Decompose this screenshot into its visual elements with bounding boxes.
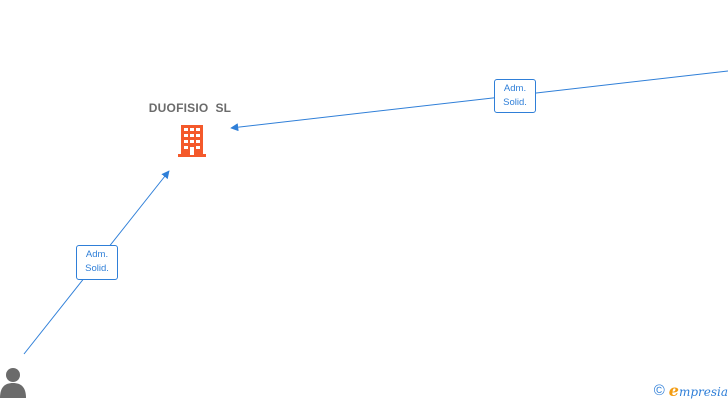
relation-label-adm-solid[interactable]: Adm. Solid. — [76, 245, 118, 280]
logo-initial: e — [668, 380, 679, 400]
person-icon[interactable] — [0, 366, 28, 398]
copyright-footer: © empresia — [654, 380, 728, 400]
building-icon[interactable] — [176, 123, 208, 157]
edge-right-to-company — [230, 70, 728, 132]
empresia-logo[interactable]: empresia — [669, 381, 728, 400]
relation-label-line2: Solid. — [503, 97, 527, 108]
copyright-icon: © — [653, 381, 665, 399]
relation-label-adm-solid[interactable]: Adm. Solid. — [494, 79, 536, 113]
relation-label-line2: Solid. — [85, 263, 109, 274]
logo-text: mpresia — [678, 384, 728, 399]
relation-label-line1: Adm. — [503, 83, 527, 94]
relation-label-line1: Adm. — [85, 249, 109, 260]
company-name[interactable]: DUOFISIO SL — [148, 101, 232, 115]
